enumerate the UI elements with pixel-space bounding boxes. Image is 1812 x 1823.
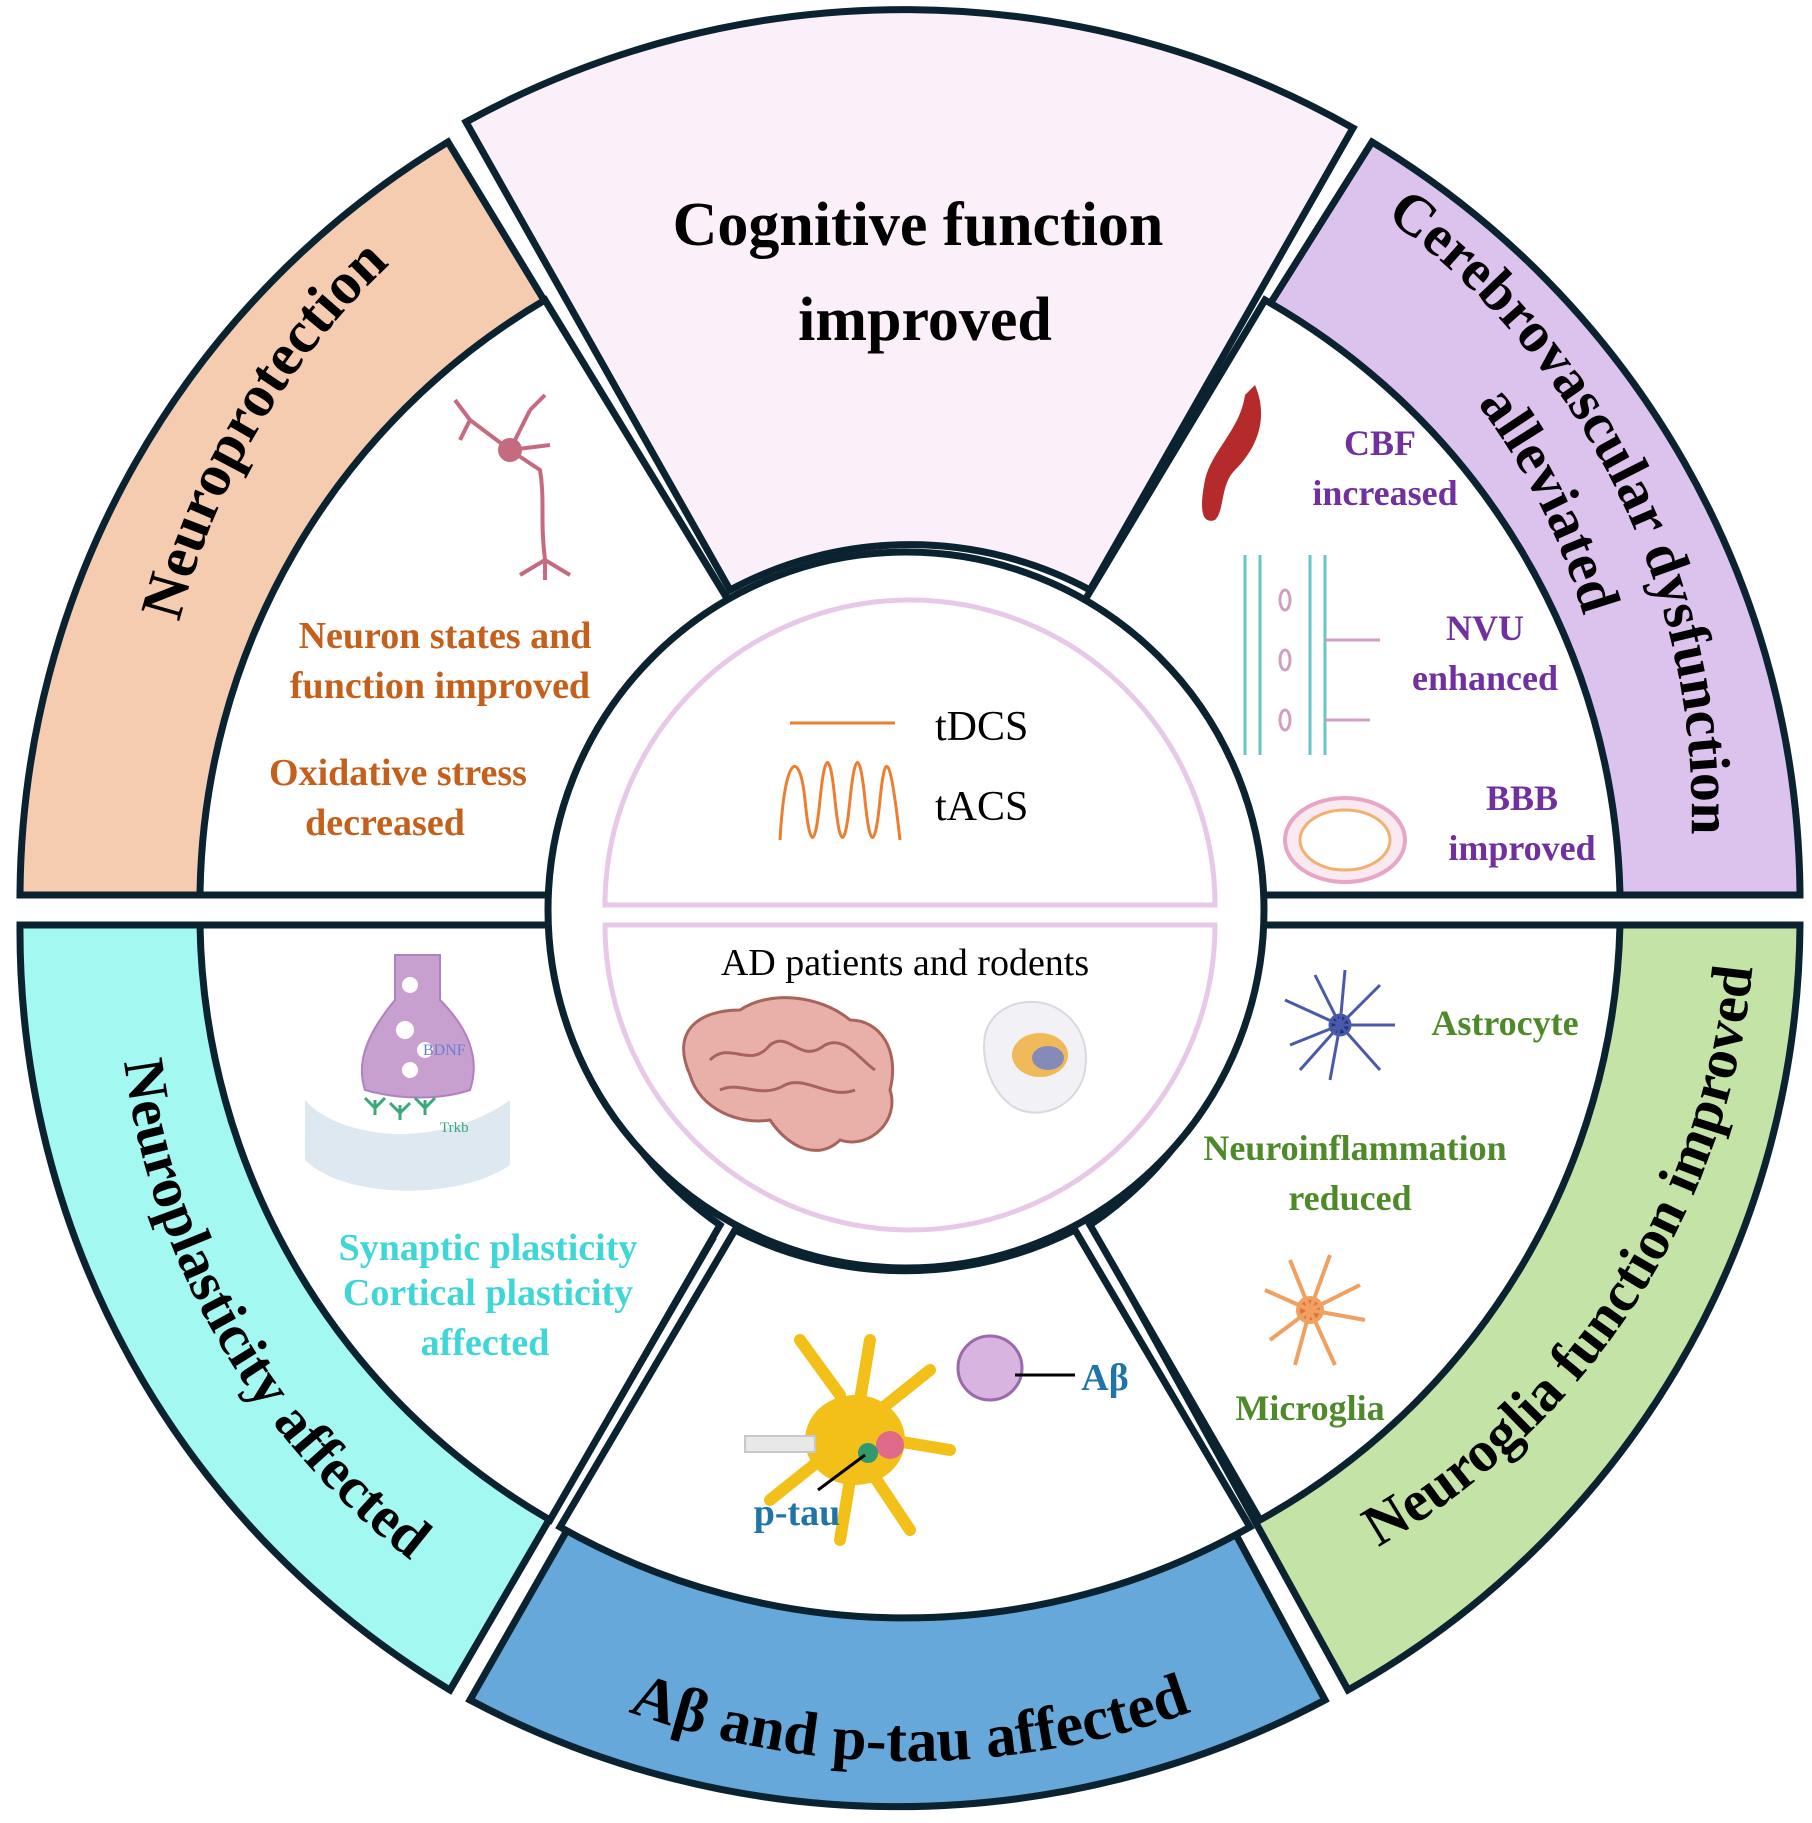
nvu-line2: enhanced <box>1412 658 1558 698</box>
blood-vessel-icon <box>1202 385 1262 521</box>
neuroprotection-text-line2: function improved <box>290 665 590 707</box>
nvu-line1: NVU <box>1446 608 1524 648</box>
bdnf-label: BDNF <box>423 1042 466 1059</box>
cbf-line2: increased <box>1312 473 1457 513</box>
microglia-label: Microglia <box>1235 1388 1384 1428</box>
rodent-icon <box>983 1000 1087 1114</box>
cbf-line1: CBF <box>1344 423 1416 463</box>
cognitive-label-line1: Cognitive function <box>673 191 1164 259</box>
brain-icon <box>682 996 895 1152</box>
neuroinflammation-line1: Neuroinflammation <box>1203 1128 1506 1168</box>
synapse-icon <box>305 954 510 1191</box>
neuroplasticity-text-line3: affected <box>421 1322 550 1364</box>
neuroprotection-text-line1: Neuron states and <box>299 615 592 657</box>
neuron-icon <box>453 393 572 580</box>
tdcs-label: tDCS <box>935 704 1028 750</box>
neuroplasticity-text-line1: Synaptic plasticity <box>339 1227 638 1269</box>
tacs-label: tACS <box>935 784 1028 830</box>
neuroplasticity-text-line2: Cortical plasticity <box>343 1272 633 1314</box>
ptau-pointer <box>817 1453 866 1492</box>
tacs-wave-icon <box>778 761 902 841</box>
sector-cognitive <box>461 6 1358 595</box>
bbb-line1: BBB <box>1486 778 1558 818</box>
neuroprotection-text-line3: Oxidative stress <box>269 752 527 794</box>
neuroprotection-text-line4: decreased <box>305 802 465 844</box>
ptau-label: p-tau <box>754 1492 841 1534</box>
subjects-label: AD patients and rodents <box>721 942 1089 984</box>
nvu-icon <box>1243 555 1380 755</box>
astrocyte-label: Astrocyte <box>1431 1003 1578 1043</box>
abeta-label: Aβ <box>1081 1357 1128 1399</box>
neuroinflammation-line2: reduced <box>1288 1178 1411 1218</box>
trkb-label: Trkb <box>440 1120 469 1136</box>
astrocyte-icon <box>1284 969 1395 1081</box>
microglia-icon <box>1264 1254 1366 1366</box>
center-top-half <box>602 597 1218 908</box>
bbb-icon <box>1283 796 1407 884</box>
abeta-neuron-icon <box>744 1334 1024 1546</box>
cognitive-label-line2: improved <box>798 286 1052 354</box>
bbb-line2: improved <box>1448 828 1595 868</box>
